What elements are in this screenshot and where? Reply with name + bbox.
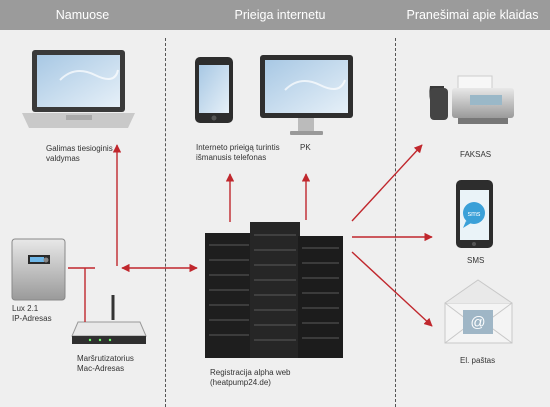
email-at-text: @ xyxy=(470,314,485,331)
smartphone-caption-line2: išmanusis telefonas xyxy=(196,153,267,162)
server-caption-line1: Registracija alpha web xyxy=(210,368,291,377)
header-errors: Pranešimai apie klaidas xyxy=(406,8,539,22)
header-home: Namuose xyxy=(55,8,110,22)
fax-caption: FAKSAS xyxy=(460,150,492,159)
smartphone-icon xyxy=(195,57,233,123)
router-caption-line1: Maršrutizatorius xyxy=(77,354,134,363)
arrow-to-email xyxy=(351,251,433,327)
lux-controller-icon xyxy=(11,238,66,301)
server-caption-line2: (heatpump24.de) xyxy=(210,378,271,387)
lux-caption-line2: IP-Adresas xyxy=(12,314,52,323)
email-envelope-icon: @ xyxy=(444,279,513,344)
lux-caption: Lux 2.1 IP-Adresas xyxy=(12,304,52,324)
laptop-caption: Galimas tiesioginis valdymas xyxy=(46,144,113,164)
pc-caption: PK xyxy=(300,143,311,152)
divider-left xyxy=(165,38,166,407)
lux-caption-line1: Lux 2.1 xyxy=(12,304,39,313)
fax-icon xyxy=(429,75,514,124)
laptop-caption-line2: valdymas xyxy=(46,154,80,163)
smartphone-caption: Interneto prieigą turintis išmanusis tel… xyxy=(196,143,280,163)
smartphone-caption-line1: Interneto prieigą turintis xyxy=(196,143,280,152)
header-bar xyxy=(0,0,550,30)
sms-bubble-text: sms xyxy=(468,211,481,218)
header-internet: Prieiga internetu xyxy=(234,8,326,22)
arrow-to-fax xyxy=(351,144,423,222)
laptop-icon xyxy=(22,50,135,128)
server-rack-icon xyxy=(205,222,343,358)
divider-right xyxy=(395,38,396,407)
pc-monitor-icon xyxy=(260,55,353,135)
server-caption: Registracija alpha web (heatpump24.de) xyxy=(210,368,291,388)
router-caption-line2: Mac-Adresas xyxy=(77,364,125,373)
email-caption: El. paštas xyxy=(460,356,496,365)
router-icon xyxy=(71,295,147,344)
laptop-caption-line1: Galimas tiesioginis xyxy=(46,144,113,153)
sms-phone-icon: sms xyxy=(456,180,493,248)
sms-caption: SMS xyxy=(467,256,485,265)
router-caption: Maršrutizatorius Mac-Adresas xyxy=(77,354,134,374)
